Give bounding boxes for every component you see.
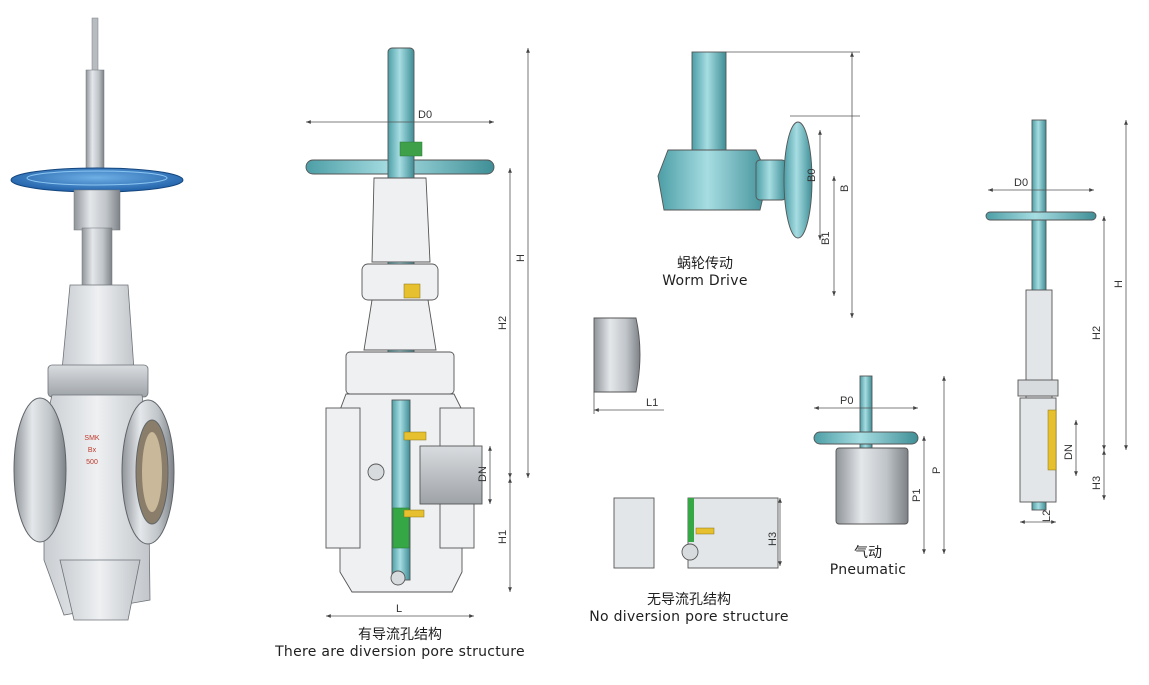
caption-no-diversion: 无导流孔结构 No diversion pore structure bbox=[576, 592, 802, 626]
caption-pneumatic: 气动 Pneumatic bbox=[818, 545, 918, 579]
marking-line-2: Bx bbox=[88, 447, 97, 454]
caption-nodiv-zh: 无导流孔结构 bbox=[647, 592, 731, 608]
side-dim-label-d0: D0 bbox=[1014, 177, 1028, 189]
dim-label-d0: D0 bbox=[418, 109, 432, 121]
dim-label-p0: P0 bbox=[840, 395, 853, 407]
dim-label-b0: B0 bbox=[806, 169, 818, 182]
caption-pneu-zh: 气动 bbox=[854, 545, 882, 561]
caption-main-en: There are diversion pore structure bbox=[275, 644, 525, 660]
caption-nodiv-en: No diversion pore structure bbox=[589, 609, 789, 625]
pneumatic-drawing: P0 P1 P bbox=[813, 375, 946, 554]
dim-label-h1: H1 bbox=[497, 530, 509, 544]
caption-pneu-en: Pneumatic bbox=[829, 562, 907, 578]
insert-drawing: L1 bbox=[593, 317, 664, 414]
side-dim-label-h2: H2 bbox=[1091, 326, 1103, 340]
worm-drive-drawing: B0 B B1 bbox=[657, 51, 860, 318]
no-diversion-drawing: H3 bbox=[613, 497, 782, 569]
side-dim-label-h3: H3 bbox=[1091, 476, 1103, 490]
caption-main-section: 有导流孔结构 There are diversion pore structur… bbox=[262, 627, 538, 661]
marking-line-3: 500 bbox=[86, 459, 98, 466]
caption-worm-zh: 蜗轮传动 bbox=[677, 256, 733, 272]
side-view-drawing: D0 H H2 DN H3 L2 bbox=[985, 119, 1128, 524]
dim-label-b1: B1 bbox=[820, 232, 832, 245]
dim-label-b: B bbox=[839, 185, 851, 192]
marking-line-1: SMK bbox=[84, 435, 100, 442]
dim-label-h2: H2 bbox=[497, 316, 509, 330]
side-dim-label-h: H bbox=[1113, 280, 1125, 288]
side-dim-label-dn: DN bbox=[1063, 444, 1075, 460]
dim-label-dn: DN bbox=[477, 466, 489, 482]
main-section-drawing: D0 H H2 DN H1 L bbox=[305, 47, 530, 618]
caption-worm-en: Worm Drive bbox=[662, 273, 748, 289]
dim-label-h3: H3 bbox=[767, 532, 779, 546]
caption-worm-drive: 蜗轮传动 Worm Drive bbox=[650, 256, 760, 290]
dim-label-h: H bbox=[515, 254, 527, 262]
valve-photo: SMK Bx 500 bbox=[10, 17, 184, 621]
side-dim-label-l2: L2 bbox=[1041, 510, 1053, 522]
dim-label-p: P bbox=[931, 467, 943, 474]
dim-label-l1: L1 bbox=[646, 397, 658, 409]
caption-main-zh: 有导流孔结构 bbox=[358, 627, 442, 643]
dim-label-p1: P1 bbox=[911, 489, 923, 502]
dim-label-l: L bbox=[396, 603, 402, 615]
